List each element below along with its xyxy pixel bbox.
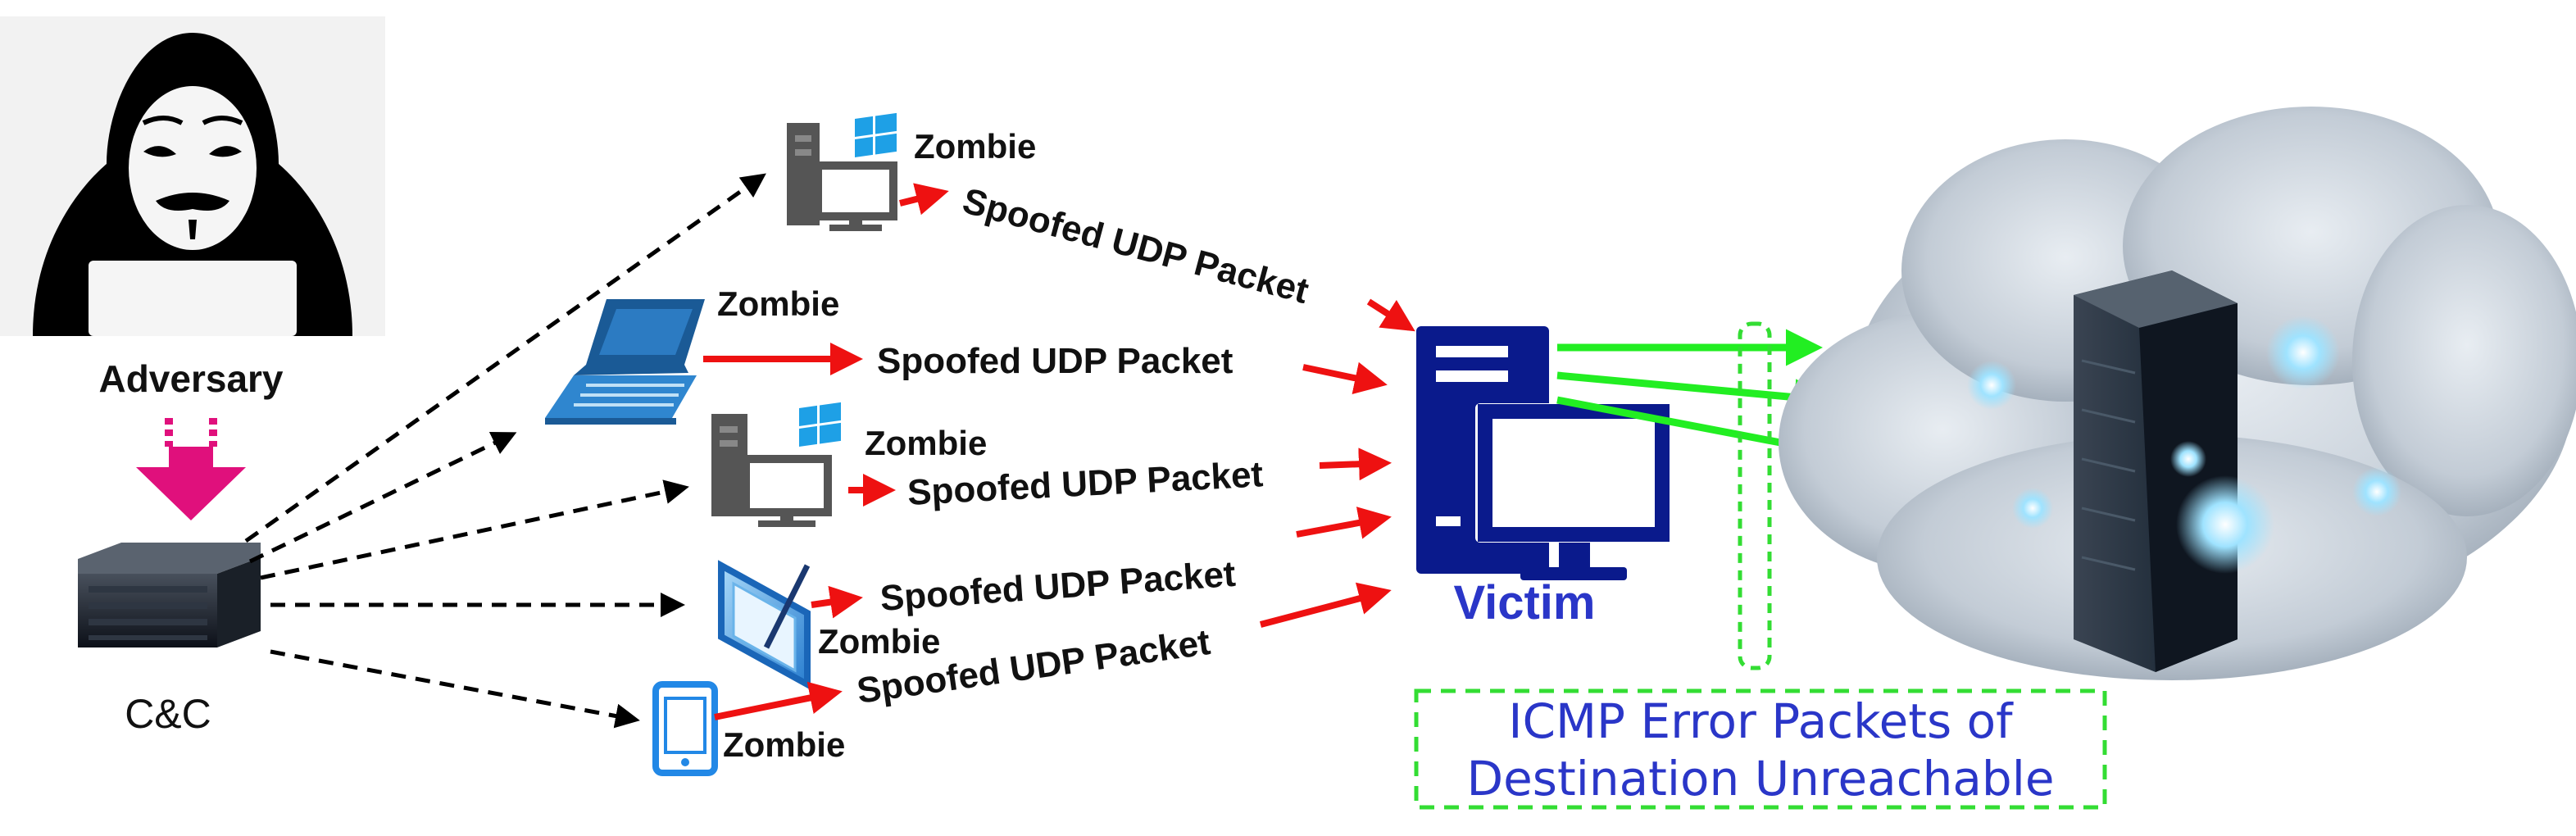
attack-arrow-2b [1302,361,1388,394]
attack-arrows [703,183,1415,720]
attack-arrow-5b [1259,582,1392,628]
adversary-icon [0,16,385,336]
adversary-down-arrow [136,418,246,520]
cloud-server-icon [1779,107,2576,680]
attack-arrow-4b [1296,507,1392,539]
windows-logo-icon [855,112,897,157]
icmp-label-box [1414,688,2107,810]
zombie-5-label: Zombie [723,725,845,764]
windows-desktop-icon [787,112,897,231]
packet-label-3: Spoofed UDP Packet [906,454,1265,513]
server-rack-icon [78,543,261,647]
packet-label-2: Spoofed UDP Packet [877,341,1233,381]
icmp-arrow-2 [1556,371,1831,416]
tablet-icon [718,560,811,690]
command-arrow-5 [270,649,640,729]
command-arrow-3 [260,479,689,580]
zombie-2: Zombie [545,284,839,425]
cc-label: C&C [125,691,211,737]
packet-label-4: Spoofed UDP Packet [879,554,1237,619]
icmp-label-line-1: ICMP Error Packets of [1508,693,2014,749]
zombie-4-label: Zombie [818,622,940,661]
zombie-3: Zombie [711,402,987,527]
zombie-5: Zombie [652,681,845,776]
zombie-3-label: Zombie [865,424,987,462]
laptop-icon [545,299,705,425]
adversary-label: Adversary [98,357,283,400]
command-arrows [244,173,766,729]
attack-arrow-3b [1319,448,1392,481]
smartphone-icon [652,681,718,776]
zombie-2-label: Zombie [717,284,839,323]
command-arrow-1 [244,173,766,543]
attack-arrow-4a [811,585,863,619]
windows-logo-icon [799,402,841,447]
attack-arrow-5a [714,681,843,720]
zombie-1: Zombie [787,112,1036,231]
command-arrow-2 [248,431,517,564]
icmp-packet-stack [1738,321,1772,670]
zombie-1-label: Zombie [914,127,1036,166]
attack-arrow-1a [899,183,949,216]
windows-desktop-icon [711,402,841,527]
victim-label: Victim [1453,576,1595,629]
icmp-label-line-2: Destination Unreachable [1466,751,2054,806]
desktop-computer-icon [1416,326,1672,580]
attack-arrow-1b [1366,298,1415,332]
packet-label-1: Spoofed UDP Packet [958,180,1313,311]
